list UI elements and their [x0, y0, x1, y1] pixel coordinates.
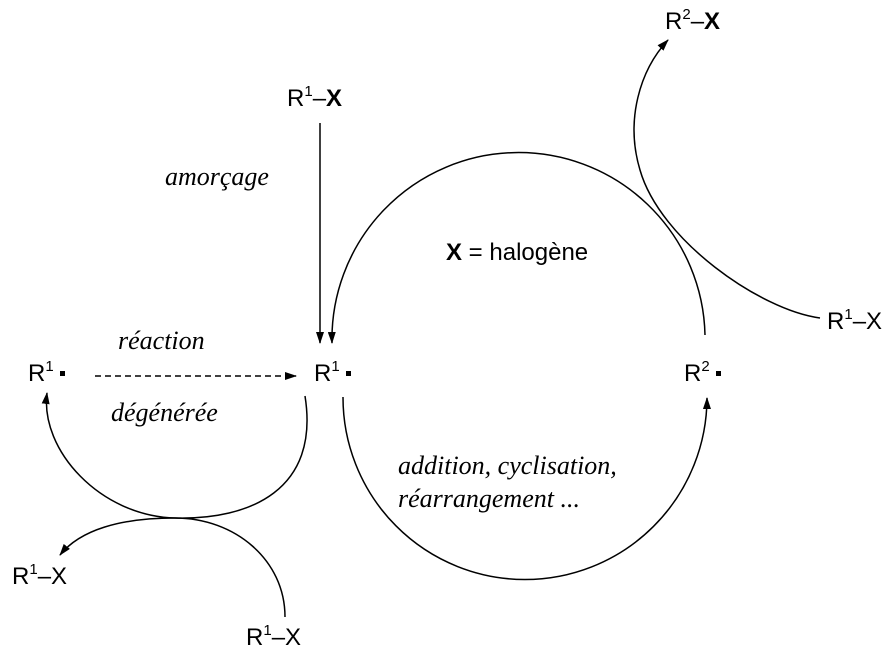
main-cycle-lower-arc: [342, 396, 711, 581]
initiation-label: amorçage: [165, 162, 269, 191]
r1-x-product-bottom-left: R1–X: [12, 561, 68, 590]
radical-dot: [59, 371, 65, 376]
main-cycle-upper-arc: [327, 151, 706, 344]
r1-x-initiator: R1–X: [287, 83, 343, 112]
r2-x-release-arc: [633, 39, 821, 319]
r1-x-reagent-bottom: R1–X: [246, 622, 302, 651]
r2-radical: R2: [684, 359, 721, 386]
degenerate-label-line1: réaction: [118, 326, 205, 355]
halogen-legend: X = halogène: [446, 239, 589, 266]
radical-dot: [715, 371, 721, 376]
transformation-label-line1: addition, cyclisation,: [398, 451, 617, 480]
r1-x-transfer-arc: [59, 517, 286, 618]
r1-radical-center: R1: [314, 359, 351, 386]
r2-x-product: R2–X: [665, 6, 721, 35]
r1-x-reagent-right: R1–X: [827, 306, 883, 335]
r1-radical-left: R1: [28, 359, 65, 386]
degenerate-label-line2: dégénérée: [111, 398, 218, 427]
transformation-label-line2: réarrangement ...: [398, 484, 580, 513]
radical-dot: [345, 371, 351, 376]
